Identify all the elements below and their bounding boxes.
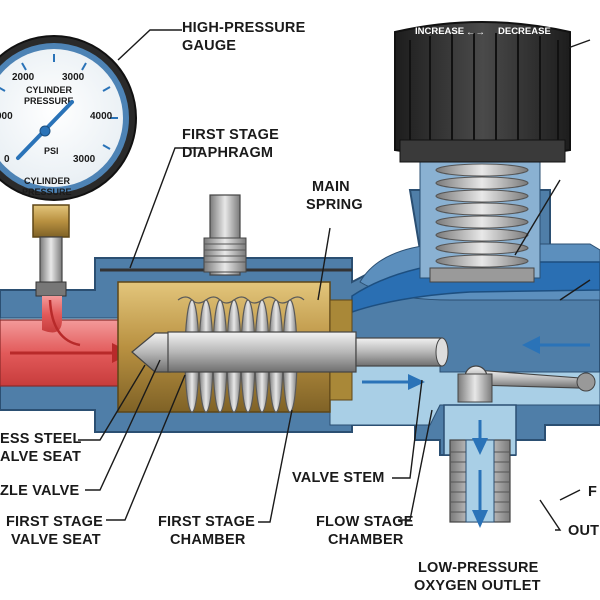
label-first-stage-valve-seat-1: FIRST STAGE	[6, 514, 103, 530]
label-right-cut-1: F	[588, 484, 597, 500]
label-flow-stage-chamber-2: CHAMBER	[328, 532, 404, 548]
gauge-unit: PSI	[44, 146, 59, 156]
label-first-stage-valve-seat-2: VALVE SEAT	[11, 532, 101, 548]
label-low-pressure-outlet-2: OXYGEN OUTLET	[414, 578, 541, 594]
label-first-stage-diaphragm-1: FIRST STAGE	[182, 127, 279, 143]
adjustment-spring	[419, 159, 541, 283]
label-stainless-seat-2: ALVE SEAT	[0, 449, 81, 465]
label-flow-stage-chamber-1: FLOW STAGE	[316, 514, 414, 530]
label-first-stage-chamber-1: FIRST STAGE	[158, 514, 255, 530]
adjustment-knob[interactable]: INCREASE ←→ DECREASE	[394, 21, 571, 163]
label-stainless-seat-1: ESS STEEL	[0, 431, 82, 447]
gauge-tick-2000: 2000	[12, 72, 35, 83]
valve-stem	[131, 331, 449, 373]
valve-lever	[457, 365, 596, 403]
gauge-tick-3000b: 3000	[73, 154, 96, 165]
label-first-stage-chamber-2: CHAMBER	[170, 532, 246, 548]
knob-arrow: ←→	[466, 27, 485, 38]
gauge-face-title-1: CYLINDER	[26, 85, 73, 95]
label-nozzle-valve: ZLE VALVE	[0, 483, 80, 499]
gauge-face-title-2: PRESSURE	[24, 96, 74, 106]
gauge-fitting	[32, 204, 70, 238]
label-first-stage-diaphragm-2: DIAPHRAGM	[182, 145, 273, 161]
gauge-face-bottom-1: CYLINDER	[24, 176, 71, 186]
gauge-tick-4000: 4000	[90, 111, 113, 122]
label-right-cut-2: OUT	[568, 523, 599, 539]
label-main-spring-2: SPRING	[306, 197, 363, 213]
callout-labels: HIGH-PRESSURE GAUGE FIRST STAGE DIAPHRAG…	[0, 20, 599, 594]
leader-lines	[78, 29, 591, 531]
gauge-tick-3000: 3000	[62, 72, 85, 83]
label-high-pressure-gauge-1: HIGH-PRESSURE	[182, 20, 306, 36]
knob-increase-label: INCREASE	[415, 26, 464, 37]
label-low-pressure-outlet-1: LOW-PRESSURE	[418, 560, 539, 576]
gauge-tick-marks	[0, 54, 118, 150]
gauge-tick-1000: 000	[0, 111, 13, 122]
label-valve-stem: VALVE STEM	[292, 470, 385, 486]
label-main-spring-1: MAIN	[312, 179, 350, 195]
label-high-pressure-gauge-2: GAUGE	[182, 38, 236, 54]
knob-decrease-label: DECREASE	[498, 26, 551, 37]
flow-arrows-blue	[362, 336, 590, 528]
high-pressure-gauge: 2000 3000 4000 000 3000 0 CYLINDER PRESS…	[0, 35, 137, 297]
gauge-hub	[39, 125, 51, 137]
gauge-tick-0: 0	[4, 154, 10, 165]
gauge-face-bottom-2: PRESSURE	[22, 187, 72, 197]
